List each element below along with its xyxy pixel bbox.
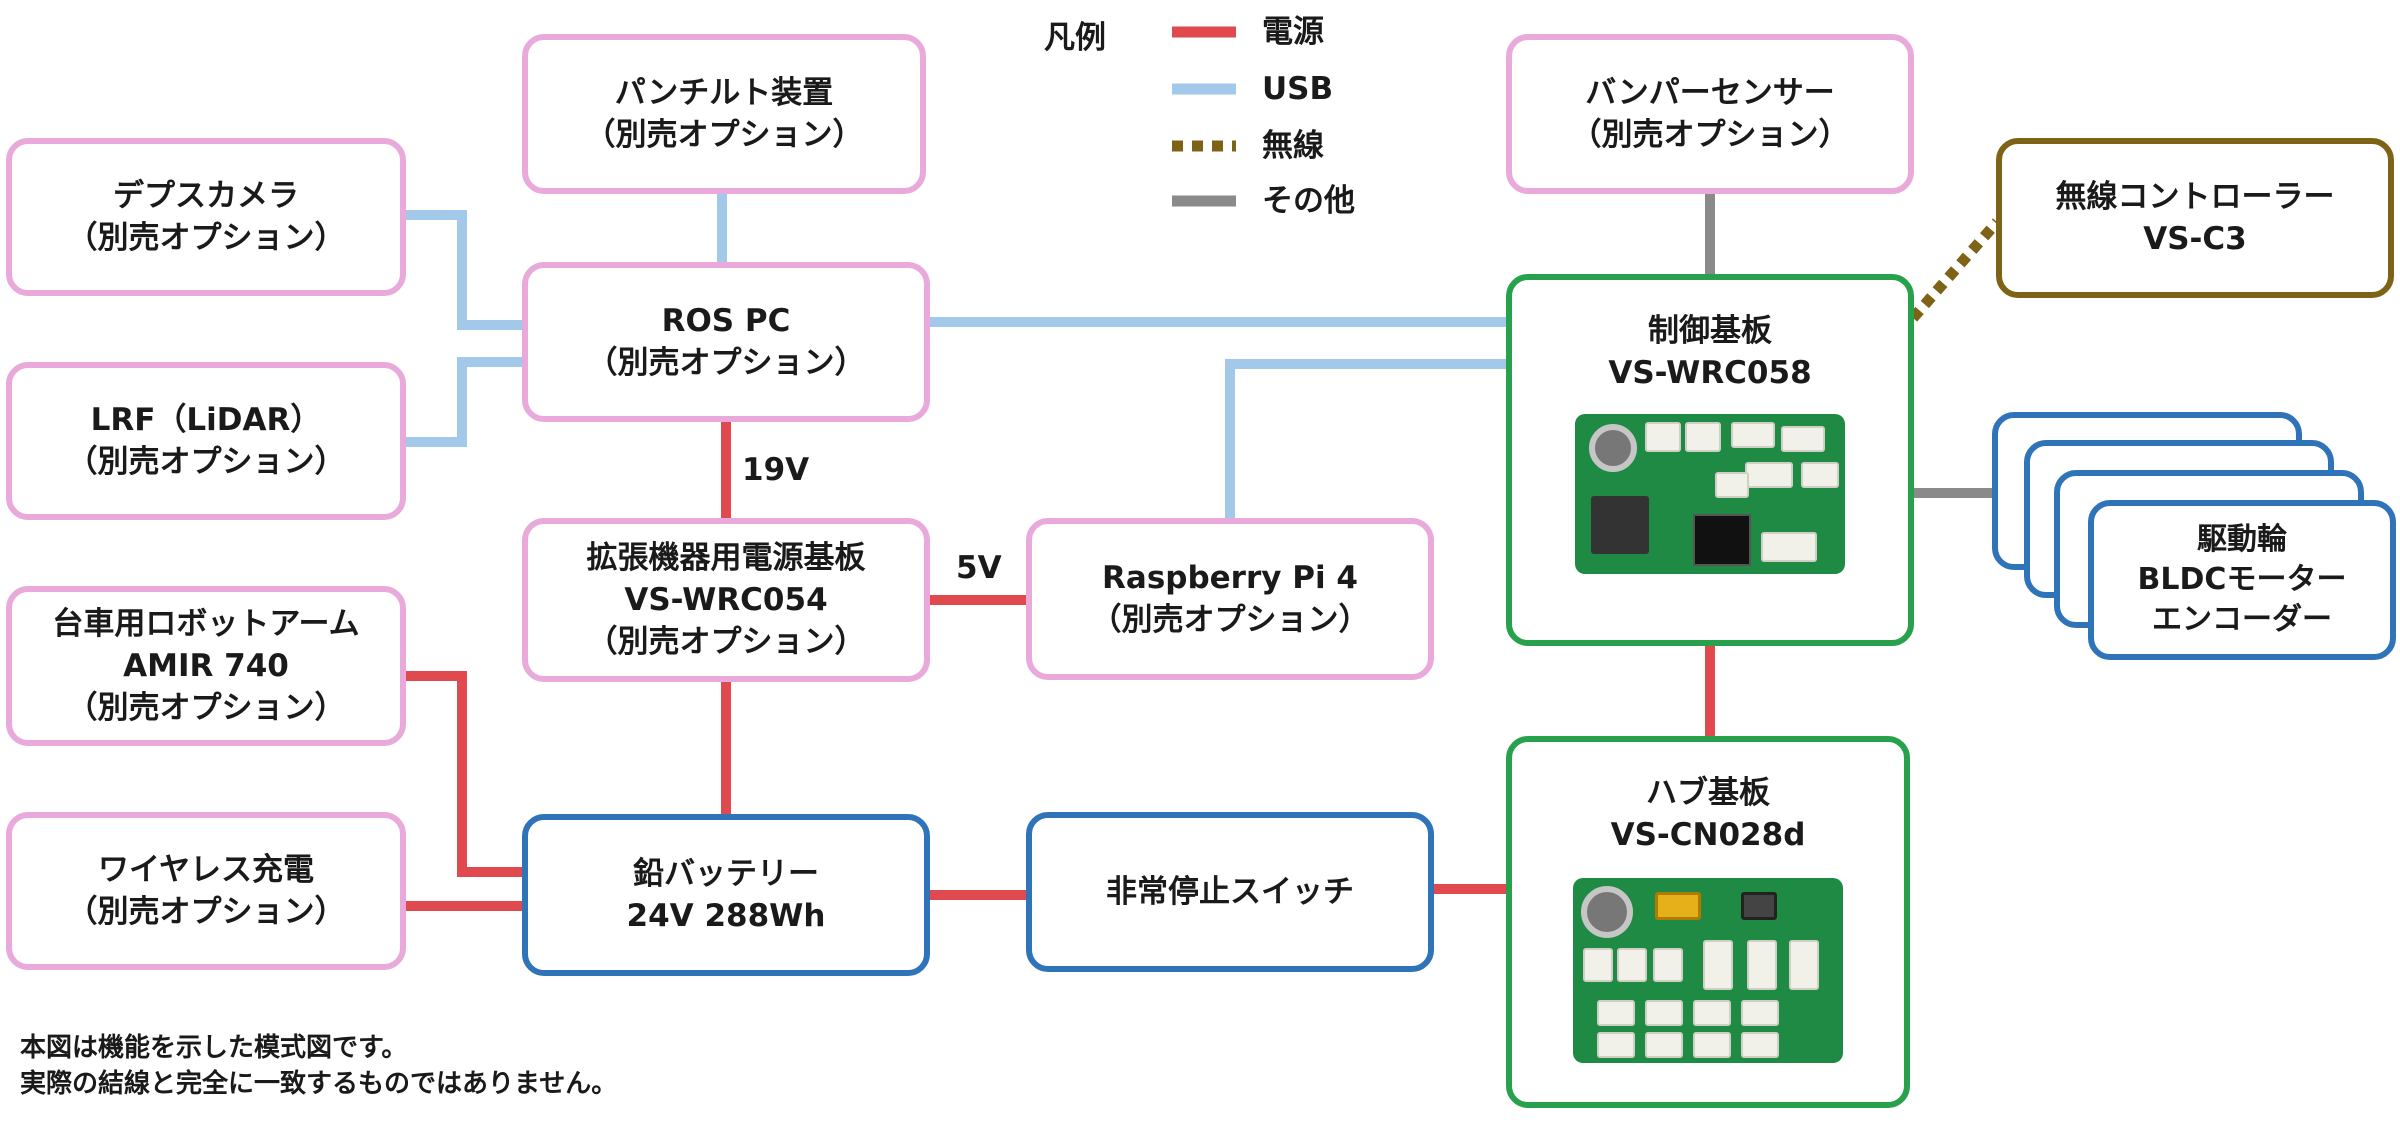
node-power-board: 拡張機器用電源基板 VS-WRC054 （別売オプション） xyxy=(522,518,930,682)
node-battery: 鉛バッテリー 24V 288Wh xyxy=(522,814,930,976)
connector xyxy=(1693,1000,1731,1026)
label-19v: 19V xyxy=(742,452,810,488)
node-subtitle: 24V 288Wh xyxy=(626,898,826,934)
xlr-connector xyxy=(1581,886,1633,938)
legend-label-power: 電源 xyxy=(1262,14,1324,50)
node-title: デプスカメラ xyxy=(113,178,299,214)
node-wireless-charging: ワイヤレス充電 （別売オプション） xyxy=(6,812,406,970)
line-wireless xyxy=(1908,218,2002,322)
node-title: 台車用ロボットアーム xyxy=(52,606,360,642)
connector xyxy=(1693,1032,1731,1058)
node-subtitle: （別売オプション） xyxy=(66,444,346,480)
node-title: 鉛バッテリー xyxy=(633,856,819,892)
node-title: Raspberry Pi 4 xyxy=(1102,560,1358,596)
node-subtitle: （別売オプション） xyxy=(66,894,346,930)
control-board-photo xyxy=(1575,414,1845,574)
hub-board-photo xyxy=(1573,878,1843,1063)
label-5v: 5V xyxy=(956,550,1002,586)
node-title: 制御基板 xyxy=(1648,313,1772,349)
connector xyxy=(1645,422,1681,452)
line-arm-battery xyxy=(405,671,526,877)
node-subtitle: BLDCモーター xyxy=(2137,562,2347,597)
connector xyxy=(1583,948,1613,982)
node-subtitle: （別売オプション） xyxy=(584,117,864,153)
node-robot-arm: 台車用ロボットアーム AMIR 740 （別売オプション） xyxy=(6,586,406,746)
connector xyxy=(1715,472,1749,498)
connector xyxy=(1789,940,1819,990)
footnote-line-2: 実際の結線と完全に一致するものではありません。 xyxy=(20,1069,618,1099)
node-title: ハブ基板 xyxy=(1646,775,1770,811)
connector xyxy=(1741,1000,1779,1026)
node-depth-camera: デプスカメラ （別売オプション） xyxy=(6,138,406,296)
legend-label-other: その他 xyxy=(1262,183,1355,219)
connector xyxy=(1781,426,1825,452)
node-title: 拡張機器用電源基板 xyxy=(586,540,866,576)
node-lrf: LRF（LiDAR） （別売オプション） xyxy=(6,362,406,520)
xt-connector xyxy=(1741,892,1777,920)
connector xyxy=(1617,948,1647,982)
node-subtitle-2: エンコーダー xyxy=(2152,602,2332,637)
connector xyxy=(1597,1000,1635,1026)
node-subtitle: （別売オプション） xyxy=(66,220,346,256)
footnote-line-1: 本図は機能を示した模式図です。 xyxy=(20,1033,408,1063)
connector xyxy=(1703,940,1733,990)
legend-title: 凡例 xyxy=(1044,20,1106,56)
xt-connector xyxy=(1655,892,1701,920)
node-subtitle: （別売オプション） xyxy=(1570,117,1850,153)
node-title: LRF（LiDAR） xyxy=(90,402,322,438)
node-model: AMIR 740 xyxy=(123,648,289,684)
xlr-connector xyxy=(1589,424,1637,472)
node-subtitle: （別売オプション） xyxy=(586,624,866,660)
connector xyxy=(1653,948,1683,982)
line-lrf-rospc xyxy=(405,357,526,447)
connector xyxy=(1597,1032,1635,1058)
connector xyxy=(1801,462,1839,488)
node-title: ワイヤレス充電 xyxy=(97,852,315,888)
footnote: 本図は機能を示した模式図です。 実際の結線と完全に一致するものではありません。 xyxy=(20,1030,617,1102)
node-control-board: 制御基板 VS-WRC058 xyxy=(1506,274,1914,646)
line-depth-rospc xyxy=(405,210,526,330)
node-raspberry-pi: Raspberry Pi 4 （別売オプション） xyxy=(1026,518,1434,680)
node-pantilt: パンチルト装置 （別売オプション） xyxy=(522,34,926,194)
node-bumper-sensor: バンパーセンサー （別売オプション） xyxy=(1506,34,1914,194)
legend-label-wireless: 無線 xyxy=(1262,128,1324,164)
node-title: ROS PC xyxy=(661,303,791,339)
node-subtitle: （別売オプション） xyxy=(586,345,866,381)
connector xyxy=(1645,1032,1683,1058)
node-title: パンチルト装置 xyxy=(614,75,834,111)
node-ros-pc: ROS PC （別売オプション） xyxy=(522,262,930,422)
node-hub-board: ハブ基板 VS-CN028d xyxy=(1506,736,1910,1108)
rj-connector xyxy=(1693,514,1751,566)
connector xyxy=(1741,1032,1779,1058)
connector xyxy=(1745,462,1793,488)
node-title: 無線コントローラー xyxy=(2055,179,2335,215)
connector xyxy=(1761,532,1817,562)
node-subtitle: VS-WRC058 xyxy=(1608,355,1812,391)
node-subtitle: VS-CN028d xyxy=(1610,817,1806,853)
legend-label-usb: USB xyxy=(1262,71,1334,107)
connector xyxy=(1685,422,1721,452)
module xyxy=(1591,496,1649,554)
node-subtitle: （別売オプション） xyxy=(1090,602,1370,638)
node-model: VS-WRC054 xyxy=(624,582,828,618)
line-raspi-control xyxy=(1225,359,1510,521)
node-title: バンパーセンサー xyxy=(1585,75,1835,111)
node-motor: 駆動輪 BLDCモーター エンコーダー xyxy=(2088,500,2396,660)
connector xyxy=(1747,940,1777,990)
node-subtitle: （別売オプション） xyxy=(66,690,346,726)
connector xyxy=(1645,1000,1683,1026)
node-title: 非常停止スイッチ xyxy=(1106,874,1354,910)
node-title: 駆動輪 xyxy=(2197,522,2287,557)
node-subtitle: VS-C3 xyxy=(2143,221,2247,257)
node-wireless-controller: 無線コントローラー VS-C3 xyxy=(1996,138,2394,298)
node-emergency-stop: 非常停止スイッチ xyxy=(1026,812,1434,972)
connector xyxy=(1731,422,1775,448)
